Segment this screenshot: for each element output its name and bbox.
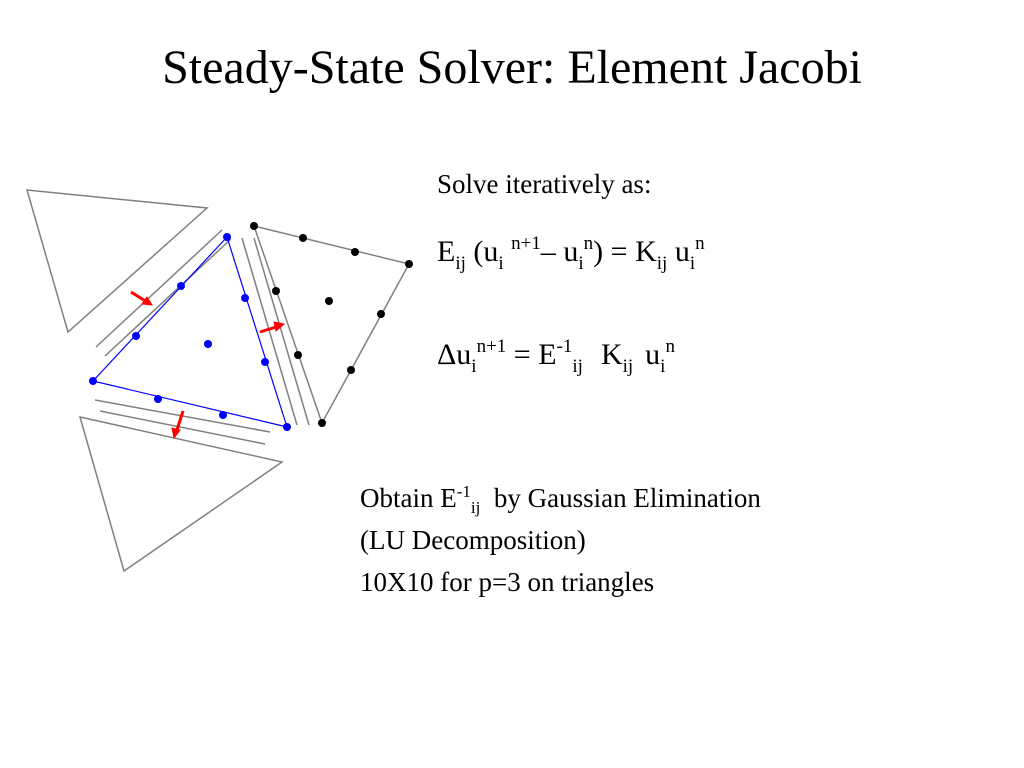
obtain-sub-ij: ij (470, 498, 481, 517)
eq2-sub-i-2: i (660, 356, 666, 377)
eq2-sup-minus1: -1 (556, 336, 573, 357)
eq1-sup-n: n (583, 233, 594, 254)
obtain-post: by Gaussian Elimination (480, 483, 761, 513)
node (347, 366, 355, 374)
eq2-u: u (645, 338, 661, 371)
node (405, 260, 413, 268)
interface-line-left-a (95, 229, 223, 348)
neighbor-triangle-upper-left (25, 189, 209, 334)
flux-arrow-right (259, 321, 286, 334)
obtain-pre: Obtain E (360, 483, 457, 513)
eq1-sub-ij: ij (455, 253, 466, 274)
eq2-sub-i: i (471, 356, 477, 377)
flux-arrows (130, 290, 286, 440)
eq1-sub-ij-2: ij (656, 253, 668, 274)
eq2-sup-n: n (665, 336, 675, 357)
neighbor-triangle-right (252, 224, 411, 425)
interface-line-left-b (104, 238, 232, 357)
eq1-sup-n-2: n (695, 233, 705, 254)
eq2-K: K (600, 338, 623, 371)
eq1-paren-u: (u (473, 235, 499, 268)
flux-arrow-bottom (171, 410, 185, 440)
eq1-sup-np1: n+1 (511, 233, 541, 254)
solve-iteratively-label: Solve iteratively as: (437, 169, 652, 199)
eq2-sub-ij: ij (572, 356, 583, 377)
node (351, 248, 359, 256)
obtain-line-1: Obtain E-1ij by Gaussian Elimination (360, 477, 761, 519)
eq2-eq-E: = E (506, 338, 557, 371)
node (299, 234, 307, 242)
interface-line-right-b (253, 237, 310, 426)
node (204, 340, 212, 348)
neighbor-triangle-bottom (78, 415, 284, 573)
node (250, 222, 258, 230)
node (294, 351, 302, 359)
node (272, 287, 280, 295)
center-element-nodes (89, 233, 291, 431)
eq1-sub-i-2: i (578, 253, 584, 274)
eq1-sub-i: i (498, 253, 504, 274)
obtain-notes: Obtain E-1ij by Gaussian Elimination (LU… (360, 477, 761, 603)
eq2-sup-np1: n+1 (476, 336, 507, 357)
interface-line-bottom-b (99, 410, 266, 445)
right-element-nodes (250, 222, 413, 427)
eq1-u: u (667, 235, 690, 268)
eq2-sub-ij-2: ij (622, 356, 634, 377)
node (318, 419, 326, 427)
interface-line-right-a (241, 237, 298, 426)
node (132, 332, 140, 340)
node (325, 297, 333, 305)
obtain-line-2: (LU Decomposition) (360, 525, 586, 555)
node (219, 411, 227, 419)
equation-1: Eij (ui n+1– uin) = Kij uin (437, 232, 705, 274)
obtain-sup-minus1: -1 (456, 482, 471, 501)
node (89, 377, 97, 385)
obtain-line-3: 10X10 for p=3 on triangles (360, 567, 655, 597)
eq1-minus-u: – u (540, 235, 579, 268)
eq1-sub-i-3: i (689, 253, 696, 274)
eq2-delta-u: Δu (437, 338, 472, 371)
center-element-triangle (91, 235, 288, 428)
node (261, 358, 269, 366)
flux-arrow-upper-left (130, 290, 153, 306)
eq1-E: E (437, 235, 456, 268)
node (283, 423, 291, 431)
node (223, 233, 231, 241)
slide-title: Steady-State Solver: Element Jacobi (162, 41, 862, 94)
node (154, 395, 162, 403)
node (377, 310, 385, 318)
eq1-close-eq-K: ) = K (593, 235, 657, 268)
node (177, 282, 185, 290)
node (241, 294, 249, 302)
